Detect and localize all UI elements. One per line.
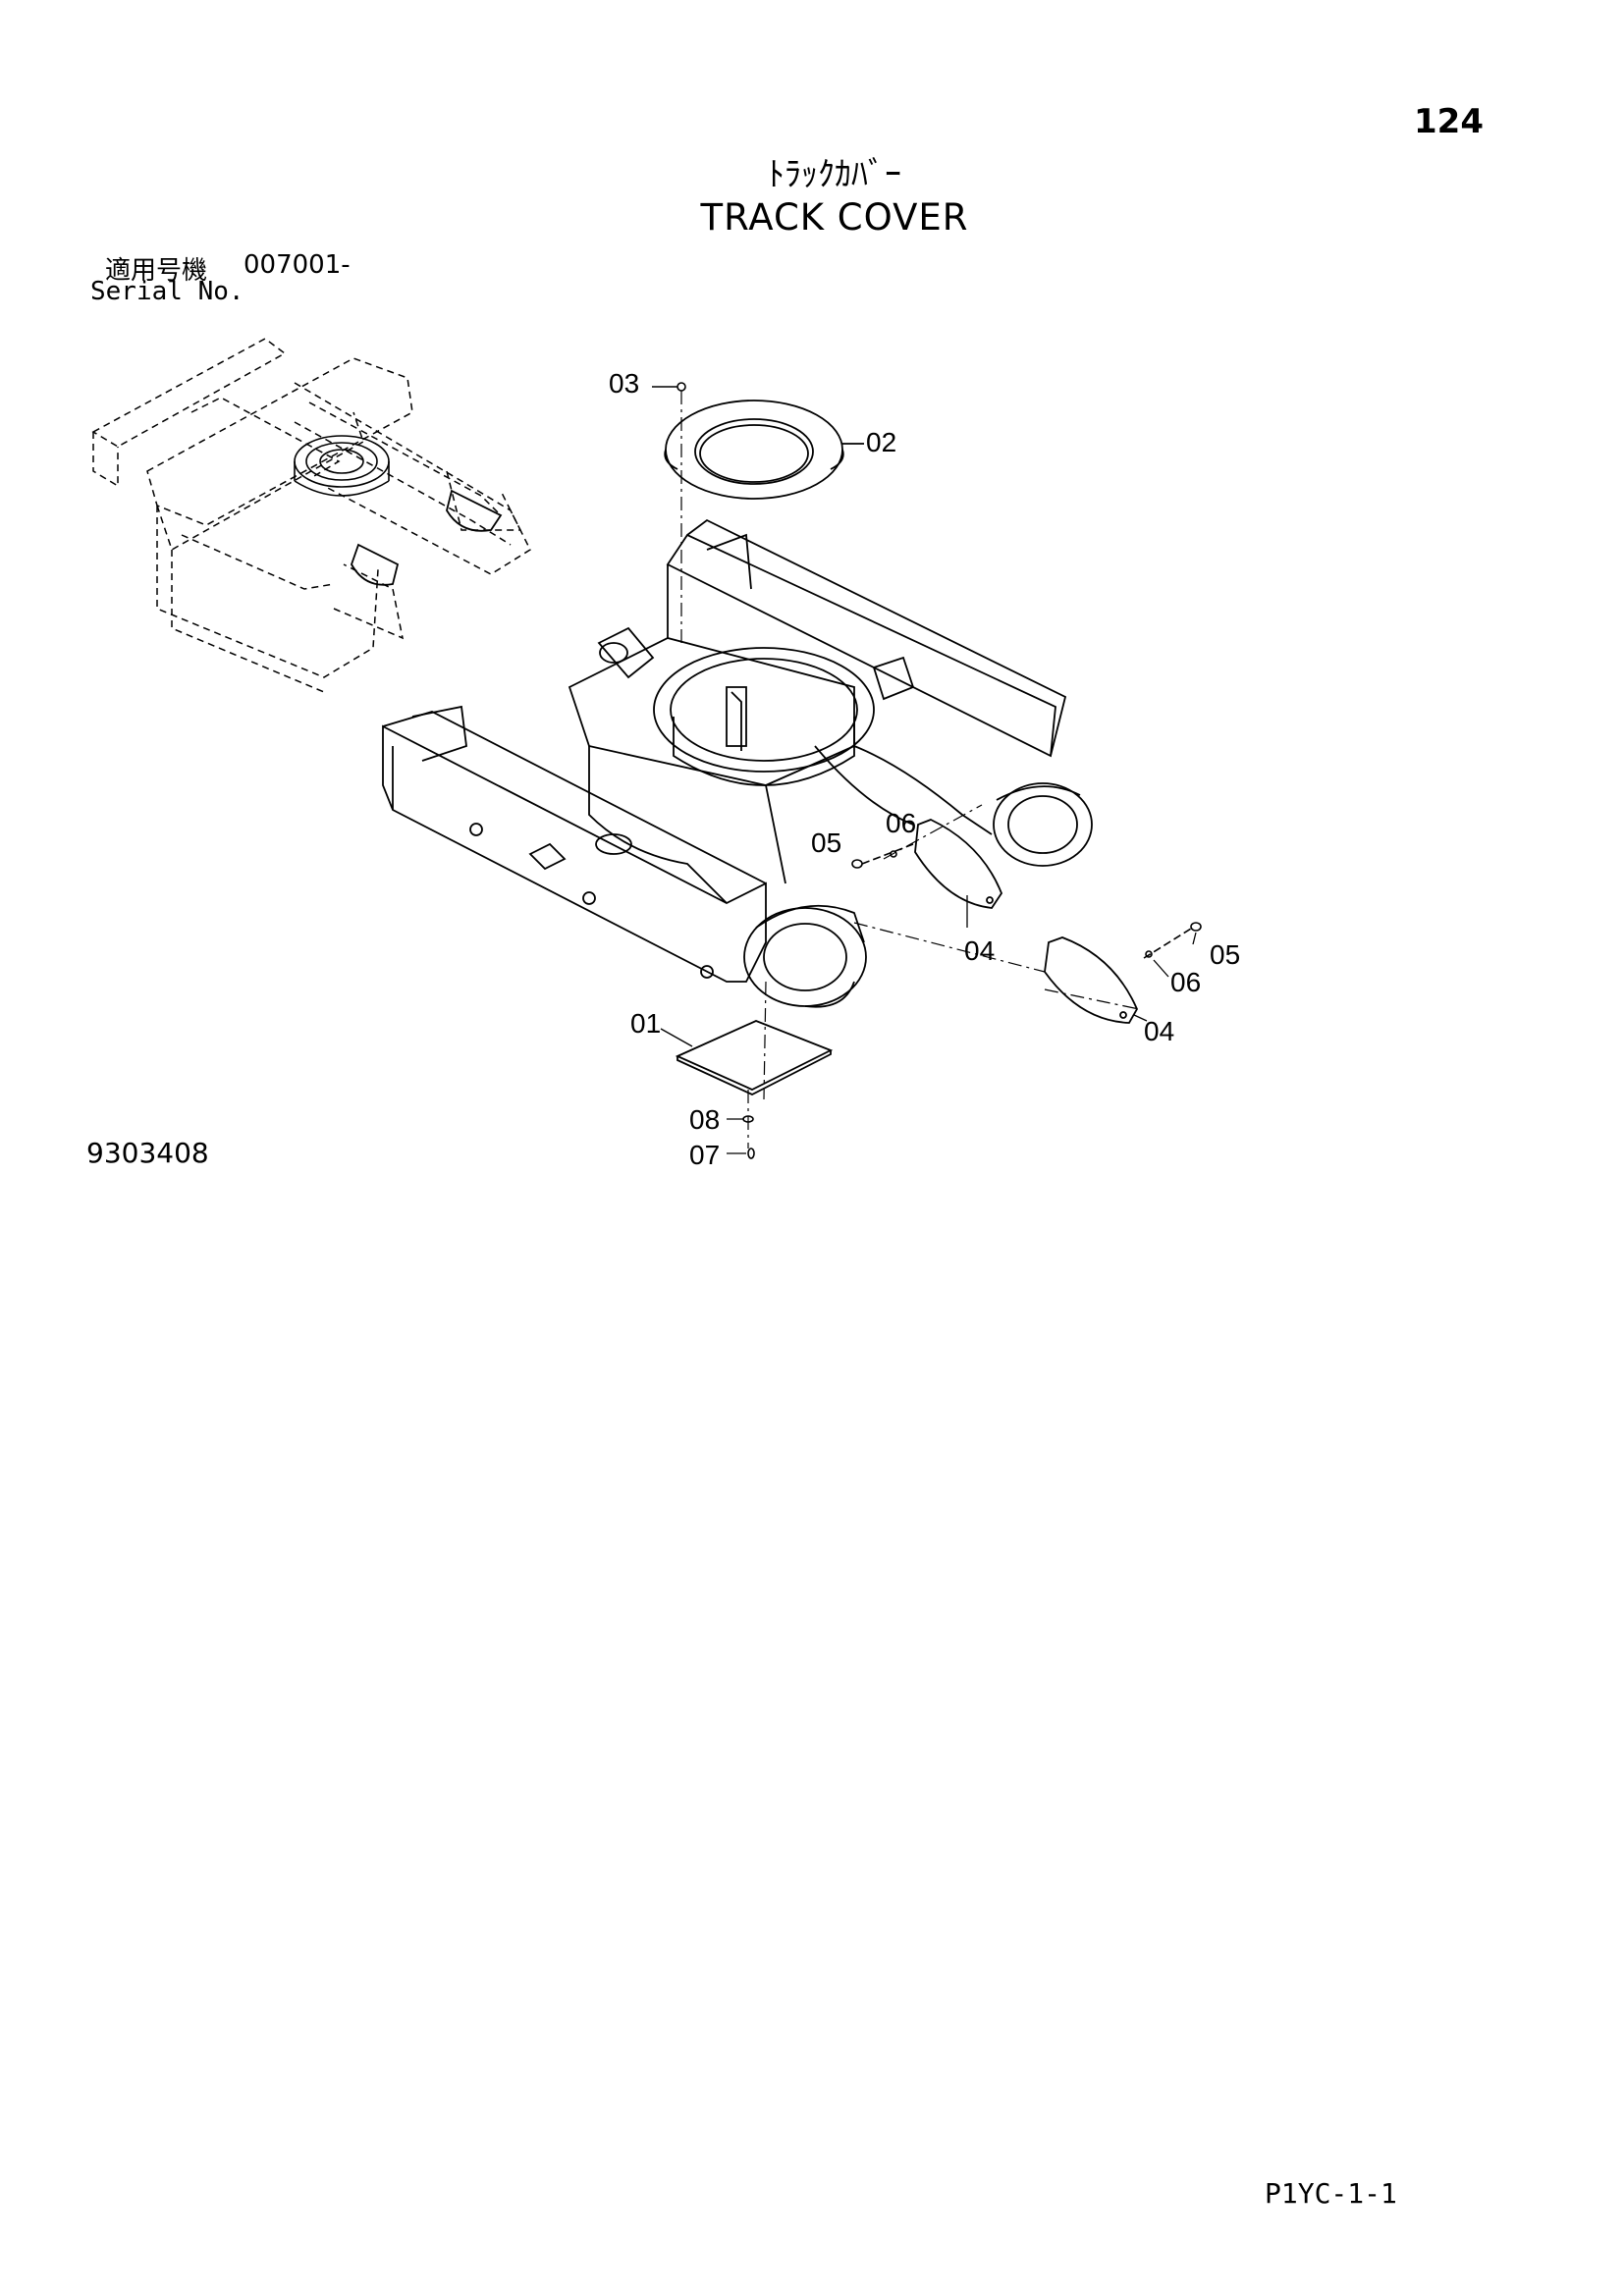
part-05-06-bolt-upper xyxy=(851,843,914,869)
title-english: TRACK COVER xyxy=(700,196,969,239)
callout-04-upper: 04 xyxy=(964,935,995,966)
drawing-number: 9303408 xyxy=(86,1137,209,1169)
track-frame xyxy=(382,518,1093,1008)
footer-code: P1YC-1-1 xyxy=(1265,2177,1397,2210)
part-03-bolt xyxy=(652,382,686,392)
inset-track-covers xyxy=(351,489,503,586)
callout-02: 02 xyxy=(866,427,896,457)
inset-swing-bearing xyxy=(294,435,390,497)
serial-value: 007001- xyxy=(244,250,351,280)
callout-06-upper: 06 xyxy=(886,808,916,838)
title-japanese: ﾄﾗｯｸｶﾊﾞｰ xyxy=(768,155,901,194)
callout-08: 08 xyxy=(689,1104,720,1135)
part-01-bottom-plate xyxy=(675,1020,834,1096)
page-number: 124 xyxy=(1414,102,1484,141)
callout-leaders xyxy=(660,895,1197,1154)
inset-undercarriage-overview xyxy=(91,338,531,693)
callout-05-lower: 05 xyxy=(1210,939,1240,970)
callout-03: 03 xyxy=(609,368,639,399)
callout-01: 01 xyxy=(630,1008,661,1039)
serial-label-japanese: 適用号機 xyxy=(105,256,208,286)
callout-07: 07 xyxy=(689,1140,720,1170)
part-05-06-bolt-lower xyxy=(1143,922,1202,959)
callout-04-lower: 04 xyxy=(1144,1016,1174,1046)
serial-label-english: Serial No. xyxy=(90,277,244,306)
part-04-cover-upper xyxy=(914,819,1003,909)
callout-05-upper: 05 xyxy=(811,828,841,858)
part-02-ring-cover xyxy=(664,400,864,500)
part-04-cover-lower xyxy=(1044,936,1139,1024)
callout-06-lower: 06 xyxy=(1170,967,1201,997)
